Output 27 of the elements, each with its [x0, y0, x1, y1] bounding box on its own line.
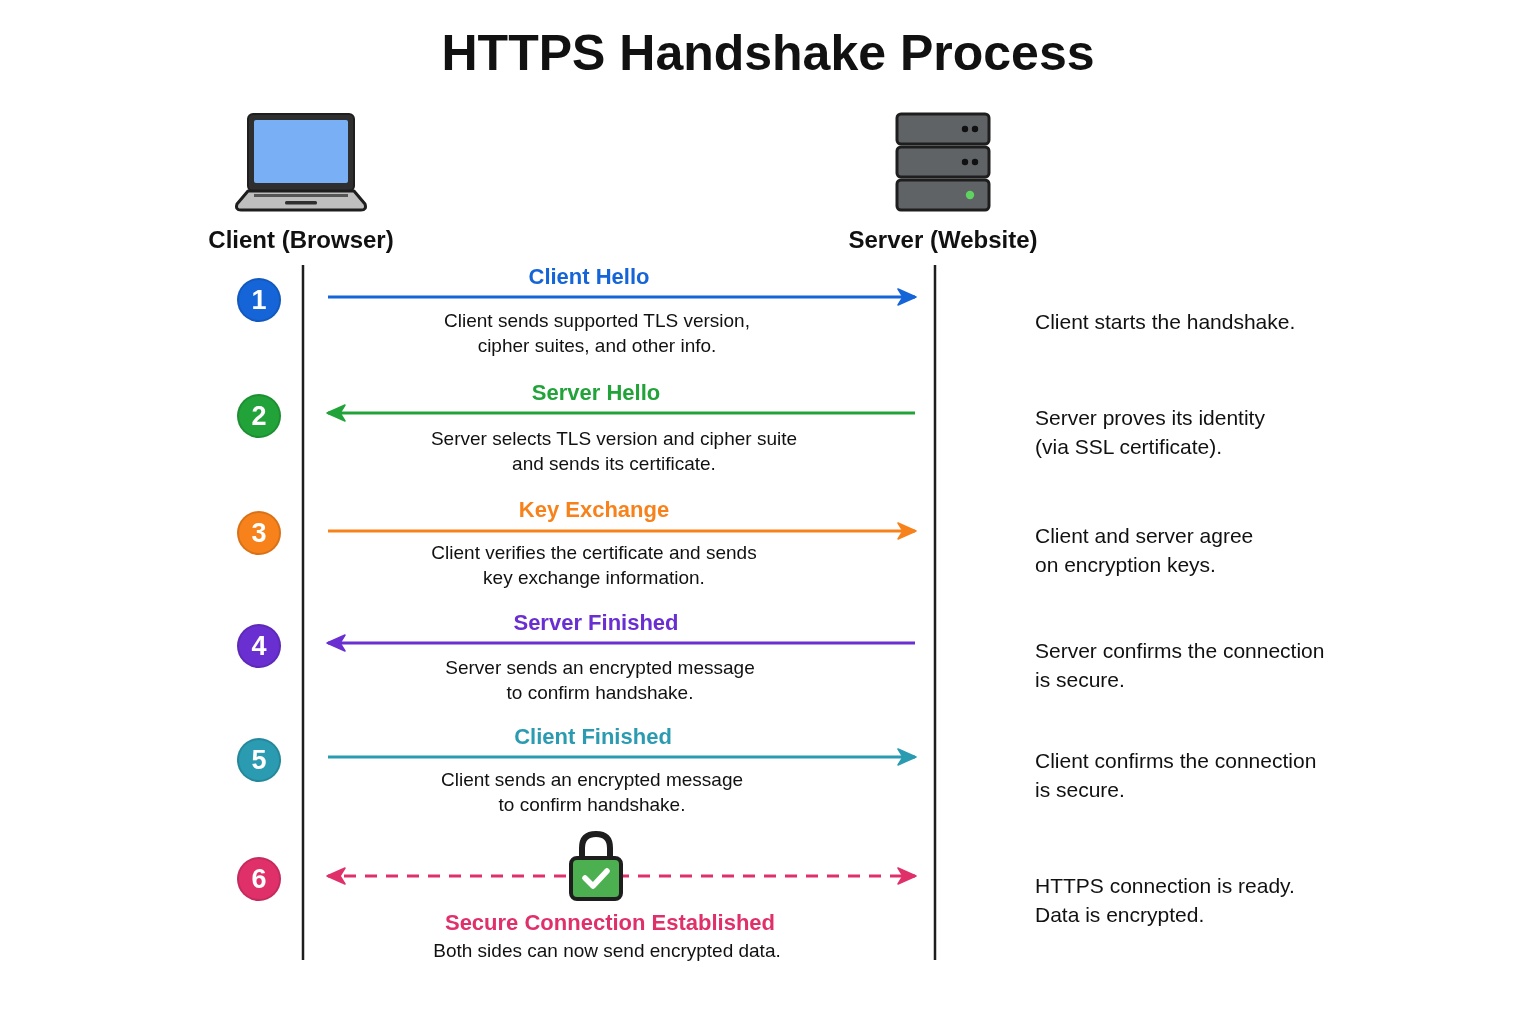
- participant-label: Client (Browser): [208, 226, 394, 254]
- arrow: [328, 748, 917, 766]
- step-note: Client confirms the connection is secure.: [1035, 748, 1318, 803]
- step-note: Server proves its identity (via SSL certificate).: [1035, 405, 1266, 460]
- message-description: Server sends an encrypted message to confirm handshake.: [444, 656, 756, 705]
- step-note: HTTPS connection is ready. Data is encrypted.: [1035, 873, 1296, 928]
- arrow: [326, 404, 915, 422]
- edge-label: Server Hello: [531, 380, 661, 406]
- message-description: Client sends an encrypted message to confirm handshake.: [439, 768, 745, 817]
- arrow: [328, 522, 917, 540]
- step-note: Client starts the handshake.: [1035, 309, 1297, 335]
- edge-label: Client Finished: [514, 724, 672, 750]
- arrow: [328, 288, 917, 306]
- dashed-double-headed-arrow: [326, 867, 917, 885]
- arrow: [326, 634, 915, 652]
- message-description: Both sides can now send encrypted data.: [432, 939, 782, 963]
- step-note: Server confirms the connection is secure.: [1035, 638, 1326, 693]
- message-description: Server selects TLS version and cipher suite and sends its certificate.: [429, 427, 799, 476]
- message-description: Client verifies the certificate and sends key exchange information.: [430, 541, 758, 590]
- participant-label: Server (Website): [848, 226, 1038, 254]
- step-note: Client and server agree on encryption keys.: [1035, 523, 1255, 578]
- edge-label: Client Hello: [528, 264, 650, 290]
- diagram-title: HTTPS Handshake Process: [441, 24, 1095, 82]
- message-description: Client sends supported TLS version, cipher suites, and other info.: [443, 309, 751, 358]
- edge-label: Server Finished: [513, 610, 679, 636]
- edge-label: Key Exchange: [518, 497, 670, 523]
- edge-label: Secure Connection Established: [444, 910, 776, 936]
